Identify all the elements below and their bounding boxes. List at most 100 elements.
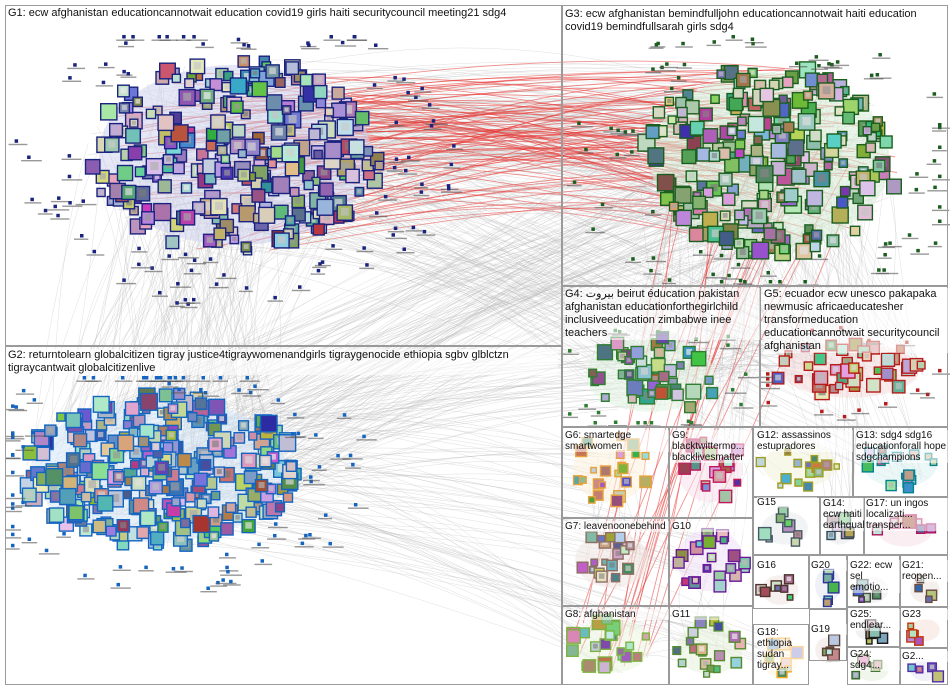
node-avatar-125 <box>126 129 141 144</box>
node-avatar-231 <box>233 125 245 137</box>
satellite-tick-g1-20 <box>62 179 83 180</box>
node-face-555 <box>141 439 146 444</box>
satellite-node-g3-46 <box>938 146 942 150</box>
node-g4-29 <box>692 352 706 366</box>
satellite-node-g3-43 <box>624 130 628 134</box>
satellite-node-g1-83 <box>237 38 241 42</box>
group-label-g26: G2... <box>902 651 948 662</box>
node-g3-206 <box>784 122 794 132</box>
group-label-g16: G16 <box>757 560 807 571</box>
node-avatar-711 <box>792 169 806 183</box>
satellite-tick-g2-3 <box>251 547 269 548</box>
satellite-node-g4-11 <box>650 421 654 425</box>
satellite-tick-g2-75 <box>77 381 98 382</box>
satellite-node-g3-45 <box>601 203 605 207</box>
node-face-749 <box>861 208 868 215</box>
node-face-492 <box>153 483 160 490</box>
group-label-g9: G9: blacktwittermo... blacklivesmatter <box>672 430 752 463</box>
node-g2-292 <box>114 472 124 482</box>
satellite-node-g3-51 <box>720 280 724 284</box>
node-g1-132 <box>217 146 227 156</box>
satellite-node-g3-58 <box>616 153 620 157</box>
satellite-node-g2-45 <box>246 376 250 380</box>
satellite-tick-g1-80 <box>325 249 342 250</box>
node-face-110 <box>166 157 171 162</box>
node-avatar-126 <box>239 206 255 222</box>
node-g1-202 <box>286 62 298 74</box>
node-face-463 <box>169 432 174 437</box>
node-g3-152 <box>872 123 880 131</box>
node-avatar-163 <box>375 161 383 169</box>
node-g8-17 <box>599 662 610 673</box>
node-g1-193 <box>238 169 250 181</box>
satellite-tick-g1-18 <box>378 199 397 200</box>
node-g12-0 <box>781 474 791 484</box>
satellite-node-g1-9 <box>365 263 369 267</box>
node-avatar-933 <box>643 633 650 640</box>
node-g3-145 <box>738 117 746 125</box>
node-avatar-769 <box>693 196 706 209</box>
satellite-tick-g3-69 <box>910 253 929 254</box>
node-g1-257 <box>274 233 289 248</box>
node-g2-284 <box>118 435 134 451</box>
node-g8-18 <box>643 633 650 640</box>
node-avatar-910 <box>598 536 604 542</box>
node-g3-99 <box>648 148 664 164</box>
node-face-499 <box>131 430 135 434</box>
satellite-tick-g2-66 <box>337 418 352 419</box>
satellite-tick-g1-42 <box>414 195 430 196</box>
node-avatar-206 <box>97 188 105 196</box>
satellite-node-g2-31 <box>314 433 318 437</box>
node-g6-0 <box>591 468 596 473</box>
satellite-tick-g2-52 <box>200 591 216 592</box>
node-g11-4 <box>729 631 740 642</box>
node-g2-249 <box>246 507 256 517</box>
satellite-node-g3-39 <box>591 227 595 231</box>
satellite-node-g5-14 <box>938 369 942 373</box>
satellite-node-g3-68 <box>711 273 715 277</box>
satellite-node-g2-52 <box>206 587 210 591</box>
node-g1-231 <box>233 125 245 137</box>
satellite-node-g3-35 <box>681 42 685 46</box>
satellite-node-g2-71 <box>11 431 15 435</box>
node-face-845 <box>775 375 781 381</box>
node-g3-161 <box>729 97 742 110</box>
satellite-node-g2-62 <box>11 493 15 497</box>
node-face-381 <box>212 534 217 539</box>
node-avatar-545 <box>131 461 139 469</box>
satellite-tick-g1-44 <box>170 287 191 288</box>
satellite-tick-g2-27 <box>215 583 236 584</box>
satellite-tick-g1-51 <box>21 160 42 161</box>
satellite-tick-g1-43 <box>239 291 253 292</box>
satellite-node-g1-42 <box>420 190 424 194</box>
node-avatar-766 <box>784 122 794 132</box>
node-avatar-853 <box>917 361 925 369</box>
satellite-tick-g2-50 <box>5 548 20 549</box>
node-avatar-913 <box>612 574 620 582</box>
satellite-tick-g1-50 <box>396 82 415 83</box>
node-g4-5 <box>651 359 665 373</box>
node-g10-13 <box>728 550 740 562</box>
group-label-g25: G25: endlear... <box>850 609 900 631</box>
node-avatar-768 <box>735 140 744 149</box>
satellite-node-g5-3 <box>766 372 770 376</box>
node-face-247 <box>196 204 202 210</box>
node-g9-5 <box>719 490 731 502</box>
node-avatar-156 <box>173 163 184 174</box>
satellite-node-g1-62 <box>374 44 378 48</box>
node-g2-294 <box>158 522 168 532</box>
satellite-tick-g3-41 <box>932 130 946 131</box>
satellite-node-g3-15 <box>732 35 736 39</box>
satellite-node-g3-26 <box>933 92 937 96</box>
node-face-135 <box>234 142 241 149</box>
node-g5-33 <box>893 381 905 393</box>
satellite-tick-g3-42 <box>864 78 884 79</box>
node-face-869 <box>782 358 787 363</box>
satellite-node-g4-13 <box>726 343 730 347</box>
node-avatar-75 <box>206 141 216 151</box>
node-face-742 <box>865 128 869 132</box>
satellite-node-g4-16 <box>690 421 694 425</box>
node-face-981 <box>732 634 737 639</box>
satellite-tick-g2-48 <box>302 538 321 539</box>
